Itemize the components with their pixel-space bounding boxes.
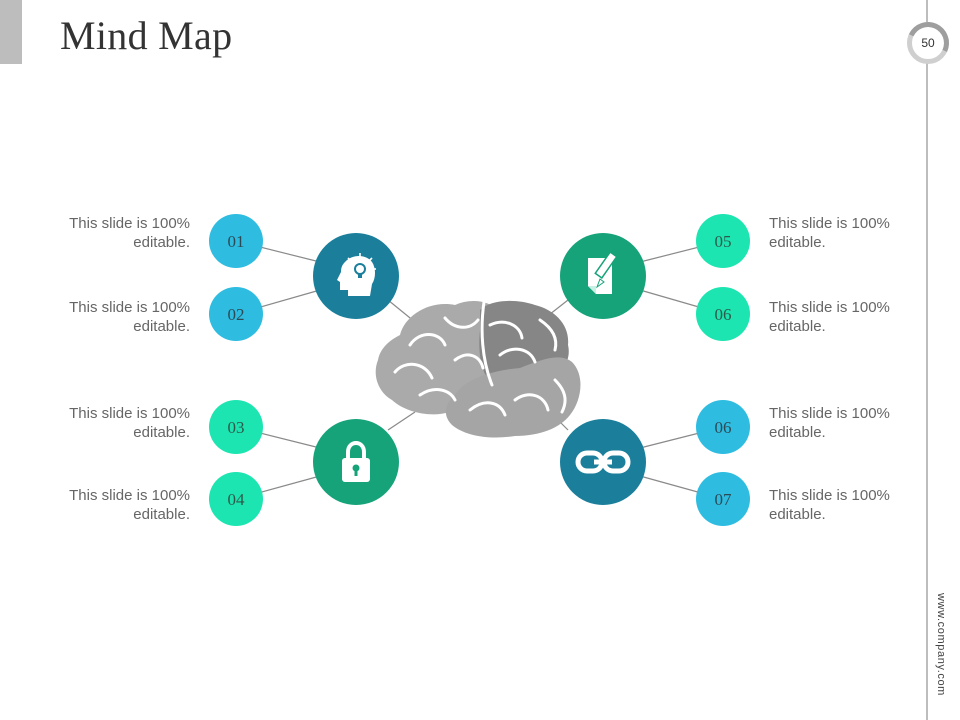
number-node-05: 05	[696, 214, 750, 268]
caption-02: This slide is 100% editable.	[69, 299, 190, 335]
number-label-03: 03	[228, 418, 245, 437]
number-label-04: 04	[228, 490, 246, 509]
caption-06b: This slide is 100% editable.	[769, 405, 890, 441]
caption-07: This slide is 100% editable.	[769, 487, 890, 523]
number-label-06: 06	[715, 305, 732, 324]
hub-security	[313, 419, 399, 505]
number-node-01: 01	[209, 214, 263, 268]
caption-06: This slide is 100% editable.	[769, 299, 890, 335]
caption-01: This slide is 100% editable.	[69, 215, 190, 251]
hub-link	[560, 419, 646, 505]
number-node-03: 03	[209, 400, 263, 454]
page-number: 50	[921, 36, 935, 50]
caption-05: This slide is 100% editable.	[769, 215, 890, 251]
number-label-01: 01	[228, 232, 245, 251]
padlock-icon	[342, 441, 370, 482]
number-label-07: 07	[715, 490, 733, 509]
hub-idea	[313, 233, 399, 319]
slide-title: Mind Map	[60, 13, 233, 58]
corner-accent-bar	[0, 0, 22, 64]
connector-hub-link	[559, 421, 569, 431]
caption-04: This slide is 100% editable.	[69, 487, 190, 523]
chain-link-icon	[575, 450, 631, 474]
number-node-06b: 06	[696, 400, 750, 454]
number-label-02: 02	[228, 305, 245, 324]
caption-03: This slide is 100% editable.	[69, 405, 190, 441]
brain-icon	[375, 300, 581, 438]
connector-hub-security	[387, 411, 416, 431]
hub-write	[560, 233, 646, 319]
number-label-05: 05	[715, 232, 732, 251]
page-number-badge: 50	[907, 22, 949, 64]
number-node-04: 04	[209, 472, 263, 526]
right-divider-line	[926, 0, 928, 720]
lightbulb-head-icon	[337, 253, 376, 296]
pencil-note-icon	[588, 251, 618, 294]
website-url: www.company.com	[935, 593, 947, 696]
number-node-07: 07	[696, 472, 750, 526]
number-label-06b: 06	[715, 418, 732, 437]
number-node-06: 06	[696, 287, 750, 341]
number-node-02: 02	[209, 287, 263, 341]
